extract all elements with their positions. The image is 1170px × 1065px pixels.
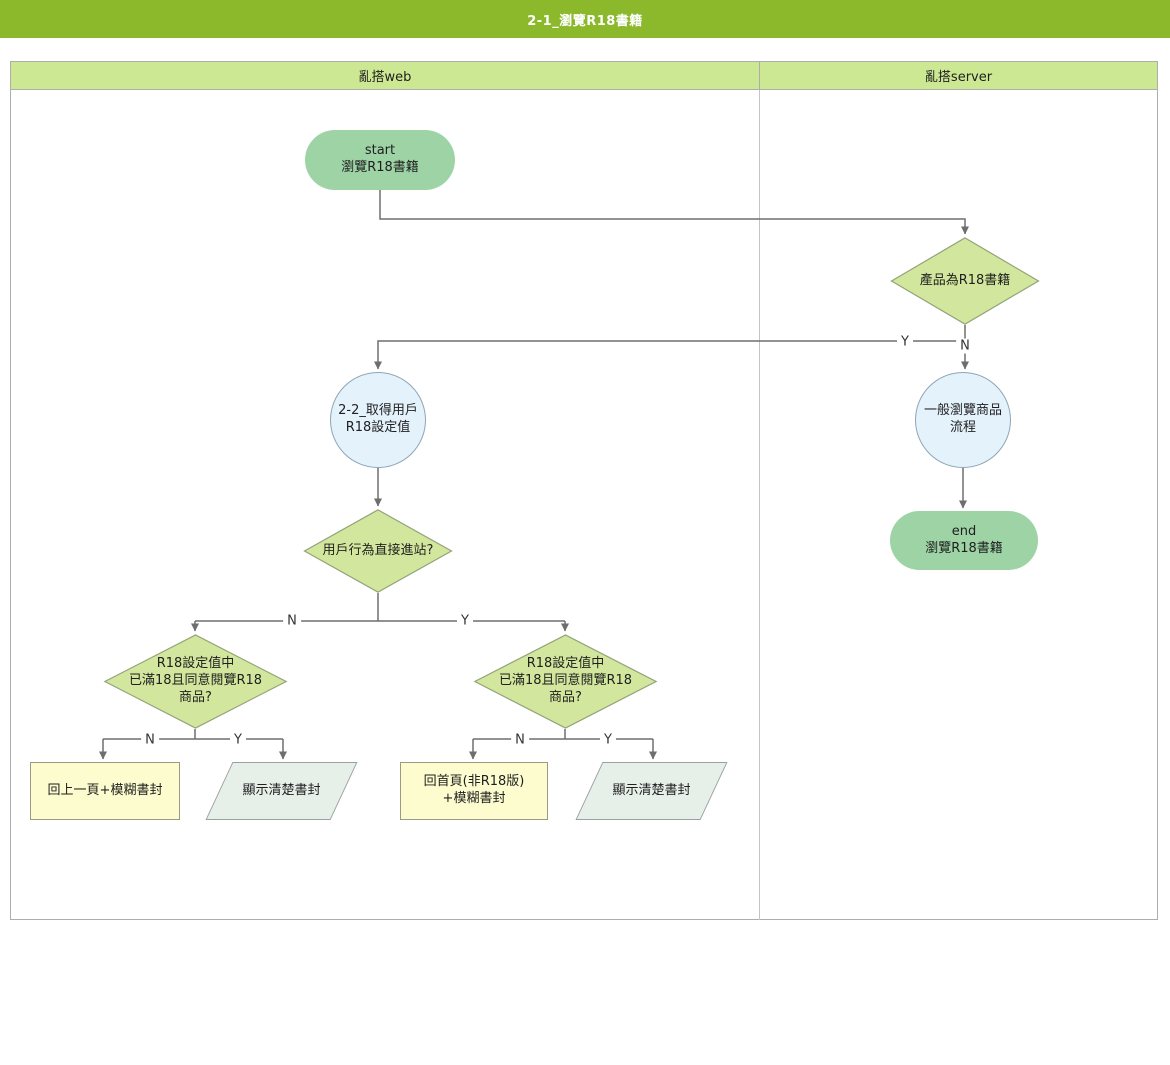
diamond-shape bbox=[473, 634, 658, 729]
start-node-label: start 瀏覽R18書籍 bbox=[341, 143, 419, 175]
lane-header-server: 亂搭server bbox=[760, 61, 1158, 90]
start-node: start 瀏覽R18書籍 bbox=[305, 130, 455, 190]
show-clear-left-label: 顯示清楚書封 bbox=[242, 782, 321, 798]
edge-label-right-yes: Y bbox=[600, 732, 616, 748]
page-title: 2-1_瀏覽R18書籍 bbox=[527, 13, 643, 29]
swimlane-headers: 亂搭web 亂搭server bbox=[10, 61, 1158, 90]
diamond-shape bbox=[103, 634, 288, 729]
end-node: end 瀏覽R18書籍 bbox=[890, 511, 1038, 570]
decision-direct-entry-label: 用戶行為直接進站? bbox=[322, 542, 434, 558]
edge-label-direct-yes: Y bbox=[457, 613, 473, 629]
general-browse-node: 一般瀏覽商品 流程 bbox=[915, 372, 1011, 468]
show-clear-right-label: 顯示清楚書封 bbox=[612, 782, 691, 798]
diagram-title-bar: 2-1_瀏覽R18書籍 bbox=[0, 0, 1170, 38]
end-node-label: end 瀏覽R18書籍 bbox=[925, 523, 1003, 556]
edge-label-direct-no: N bbox=[283, 613, 301, 629]
decision-r18-ok-right-node: R18設定值中 已滿18且同意閱覽R18 商品? bbox=[473, 634, 658, 729]
lane-header-web: 亂搭web bbox=[10, 61, 760, 90]
edge-label-right-no: N bbox=[511, 732, 529, 748]
decision-is-r18-node: 產品為R18書籍 bbox=[890, 237, 1040, 325]
get-r18-setting-node: 2-2_取得用戶 R18設定值 bbox=[330, 372, 426, 468]
decision-r18-ok-left-node: R18設定值中 已滿18且同意閱覽R18 商品? bbox=[103, 634, 288, 729]
show-clear-left-node: 顯示清楚書封 bbox=[205, 762, 358, 820]
edge-label-left-no: N bbox=[141, 732, 159, 748]
home-non-r18-blur-node: 回首頁(非R18版) +模糊書封 bbox=[400, 762, 548, 820]
back-page-blur-label: 回上一頁+模糊書封 bbox=[47, 782, 163, 798]
decision-r18-ok-left-label: R18設定值中 已滿18且同意閱覽R18 商品? bbox=[128, 656, 263, 705]
diamond-shape bbox=[890, 237, 1040, 325]
lane-divider bbox=[759, 90, 760, 920]
edge-label-is-r18-yes: Y bbox=[897, 334, 913, 350]
get-r18-setting-label: 2-2_取得用戶 R18設定值 bbox=[338, 403, 418, 435]
decision-direct-entry-node: 用戶行為直接進站? bbox=[303, 509, 453, 593]
edge-label-left-yes: Y bbox=[230, 732, 246, 748]
show-clear-right-node: 顯示清楚書封 bbox=[575, 762, 728, 820]
diamond-shape bbox=[303, 509, 453, 593]
back-page-blur-node: 回上一頁+模糊書封 bbox=[30, 762, 180, 820]
edge-label-is-r18-no: N bbox=[956, 338, 974, 354]
decision-r18-ok-right-label: R18設定值中 已滿18且同意閱覽R18 商品? bbox=[498, 656, 633, 705]
decision-is-r18-label: 產品為R18書籍 bbox=[919, 272, 1011, 288]
general-browse-label: 一般瀏覽商品 流程 bbox=[923, 403, 1002, 435]
home-non-r18-blur-label: 回首頁(非R18版) +模糊書封 bbox=[423, 774, 525, 806]
